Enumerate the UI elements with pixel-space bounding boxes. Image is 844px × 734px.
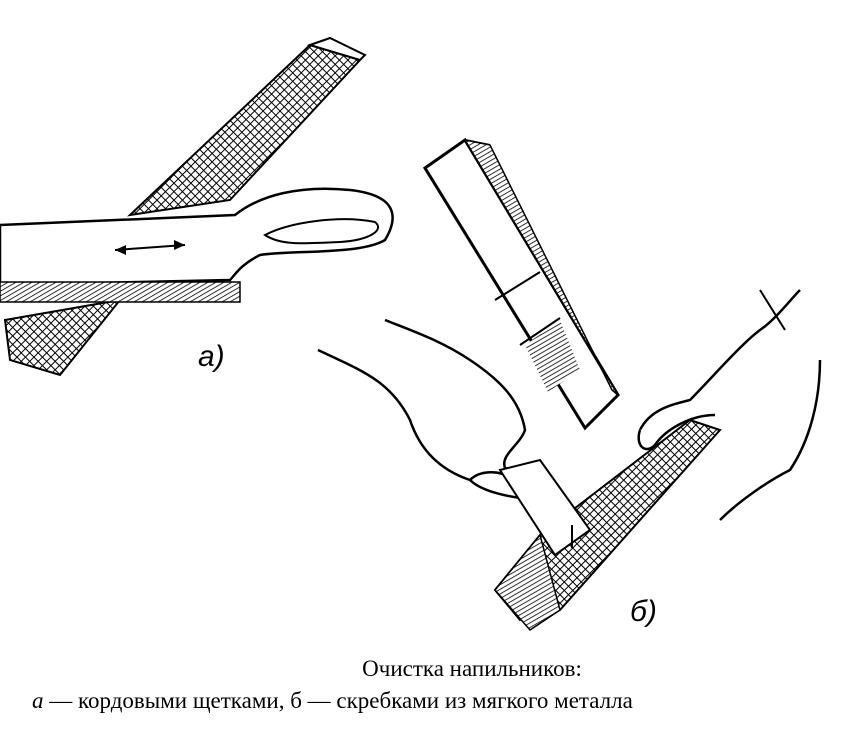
- label-part-b: б): [630, 595, 657, 628]
- caption-description: а — кордовыми щетками, б — скребками из …: [32, 688, 633, 714]
- file-a: [3, 36, 367, 377]
- file-b: [493, 418, 722, 631]
- caption-letter-a: а: [32, 688, 44, 713]
- hand-left: [317, 318, 527, 500]
- scraper-block: [422, 137, 620, 431]
- label-part-a: а): [198, 340, 225, 373]
- hand-right: [637, 289, 822, 521]
- caption-title: Очистка напильников:: [362, 656, 582, 681]
- wire-brush: [0, 187, 394, 303]
- caption-text: — кордовыми щетками, б — скребками из мя…: [43, 688, 633, 713]
- motion-arrow: [114, 244, 186, 251]
- scraper-plate: [498, 458, 592, 557]
